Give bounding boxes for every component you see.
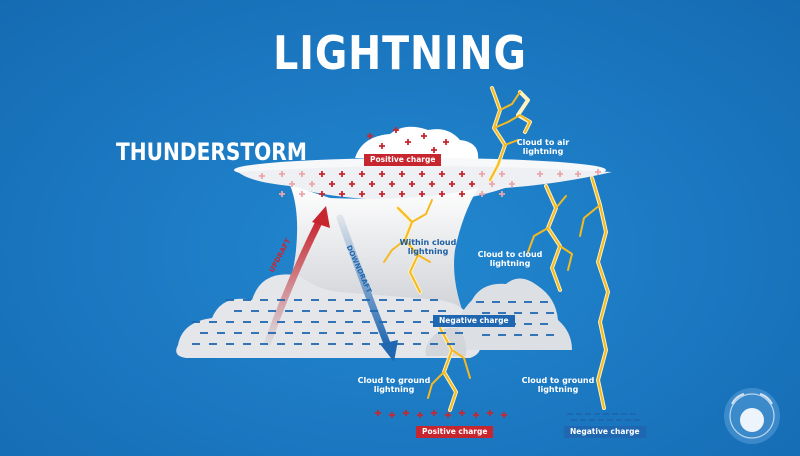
plus-sign-icon: [509, 181, 515, 187]
cloud-to-ground-right-label: Cloud to ground lightning: [521, 376, 595, 394]
plus-sign-icon: [369, 181, 375, 187]
plus-sign-icon: [431, 147, 437, 153]
plus-sign-icon: [259, 173, 265, 179]
plus-sign-icon: [409, 181, 415, 187]
plus-sign-icon: [403, 410, 409, 416]
updraft-arrow: [264, 206, 330, 346]
plus-sign-icon: [349, 181, 355, 187]
plus-sign-icon: [499, 191, 505, 197]
downdraft-arrow: [336, 214, 398, 362]
plus-sign-icon: [489, 181, 495, 187]
plus-sign-icon: [379, 191, 385, 197]
plus-sign-icon: [375, 410, 381, 416]
golf-ball-logo-icon: [724, 388, 780, 444]
plus-sign-icon: [439, 191, 445, 197]
cloud-positive-charges: [259, 127, 601, 197]
plus-sign-icon: [501, 412, 507, 418]
plus-sign-icon: [537, 171, 543, 177]
plus-sign-icon: [379, 171, 385, 177]
lightning-bolts: [383, 86, 610, 412]
plus-sign-icon: [421, 133, 427, 139]
plus-sign-icon: [445, 412, 451, 418]
plus-sign-icon: [299, 171, 305, 177]
plus-sign-icon: [289, 181, 295, 187]
plus-sign-icon: [319, 171, 325, 177]
negative-charge-cloud-tag: Negative charge: [433, 315, 515, 327]
plus-sign-icon: [279, 191, 285, 197]
plus-sign-icon: [319, 191, 325, 197]
plus-sign-icon: [329, 181, 335, 187]
plus-sign-icon: [429, 181, 435, 187]
cloud-to-ground-left-label: Cloud to ground lightning: [357, 376, 431, 394]
plus-sign-icon: [459, 191, 465, 197]
plus-sign-icon: [443, 139, 449, 145]
plus-sign-icon: [473, 412, 479, 418]
plus-sign-icon: [487, 410, 493, 416]
plus-sign-icon: [469, 181, 475, 187]
plus-sign-icon: [367, 133, 373, 139]
cloud-to-cloud-label: Cloud to cloud lightning: [477, 250, 543, 268]
plus-sign-icon: [439, 171, 445, 177]
plus-sign-icon: [359, 191, 365, 197]
plus-sign-icon: [595, 169, 601, 175]
ground-positive-charges: [375, 410, 507, 418]
plus-sign-icon: [399, 171, 405, 177]
plus-sign-icon: [399, 191, 405, 197]
plus-sign-icon: [299, 191, 305, 197]
plus-sign-icon: [479, 191, 485, 197]
plus-sign-icon: [389, 181, 395, 187]
plus-sign-icon: [339, 191, 345, 197]
positive-charge-ground-tag: Positive charge: [416, 426, 494, 438]
plus-sign-icon: [419, 191, 425, 197]
plus-sign-icon: [431, 410, 437, 416]
ground-negative-charges: [567, 413, 640, 421]
plus-sign-icon: [405, 139, 411, 145]
plus-sign-icon: [379, 143, 385, 149]
cloud-to-air-label: Cloud to air lightning: [516, 138, 570, 156]
plus-sign-icon: [339, 171, 345, 177]
thunderstorm-label: THUNDERSTORM: [116, 138, 307, 166]
plus-sign-icon: [389, 412, 395, 418]
plus-sign-icon: [419, 171, 425, 177]
plus-sign-icon: [417, 412, 423, 418]
plus-sign-icon: [449, 181, 455, 187]
plus-sign-icon: [393, 127, 399, 133]
positive-charge-cloud-tag: Positive charge: [364, 154, 442, 166]
plus-sign-icon: [459, 171, 465, 177]
plus-sign-icon: [359, 171, 365, 177]
plus-sign-icon: [479, 171, 485, 177]
plus-sign-icon: [309, 181, 315, 187]
plus-sign-icon: [575, 171, 581, 177]
within-cloud-label: Within cloud lightning: [399, 238, 457, 256]
plus-sign-icon: [557, 171, 563, 177]
plus-sign-icon: [499, 171, 505, 177]
page-title: LIGHTNING: [273, 26, 527, 80]
plus-sign-icon: [459, 410, 465, 416]
plus-sign-icon: [279, 171, 285, 177]
negative-charge-ground-tag: Negative charge: [564, 426, 646, 438]
